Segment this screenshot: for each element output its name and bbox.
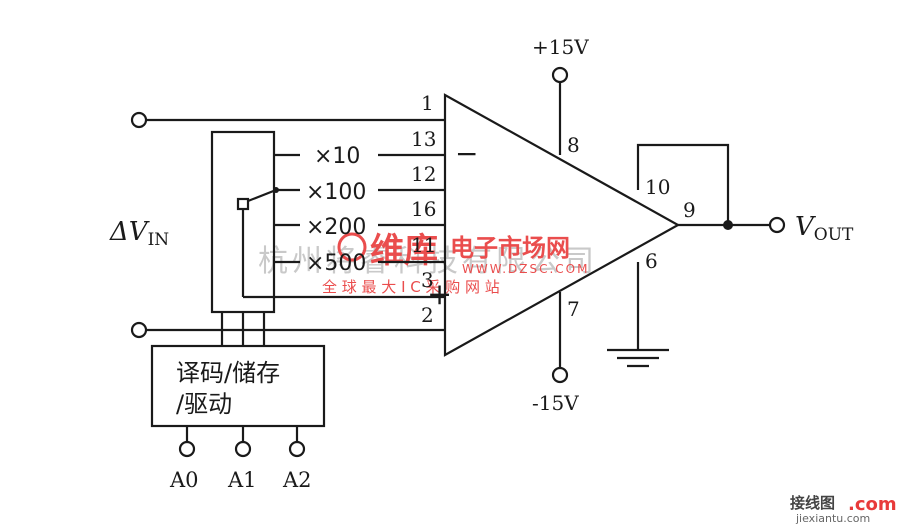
decoder-block [150, 344, 326, 428]
input-terminal-bottom [130, 321, 148, 339]
output-voltage-sub: OUT [814, 225, 854, 245]
pin-11-label: 11 [411, 233, 436, 257]
gain-x200-label: ×200 [306, 215, 366, 240]
decoder-line-1: 译码/储存 [176, 359, 280, 387]
site-watermark-url: jiexiantu.com [795, 512, 870, 525]
pin-16-label: 16 [411, 197, 436, 221]
pin-8-label: 8 [567, 133, 580, 157]
watermark: 杭州将睿科技有限公司 维库 电子市场网 WWW.DZSC.COM 全 球 最 大… [258, 231, 594, 296]
input-voltage-label: ΔVIN [109, 217, 169, 250]
gain-x500-label: ×500 [306, 251, 366, 276]
decoder-line-2: /驱动 [176, 390, 232, 418]
address-a2-label: A2 [282, 468, 312, 492]
ground-icon [607, 348, 669, 368]
address-a0-label: A0 [169, 468, 199, 492]
pin-7-label: 7 [567, 297, 580, 321]
pin-6-label: 6 [645, 249, 658, 273]
output-junction [723, 220, 733, 230]
op-amp-triangle [443, 93, 681, 357]
negative-supply-terminal [551, 366, 569, 384]
positive-supply-label: +15V [532, 35, 589, 59]
pin-9-label: 9 [683, 198, 696, 222]
negative-supply-label: -15V [532, 391, 579, 415]
input-voltage-delta: ΔV [109, 217, 150, 247]
site-watermark-cn: 接线图 [790, 494, 835, 512]
site-watermark: 接线图 .com jiexiantu.com [790, 494, 897, 525]
address-a1-label: A1 [227, 468, 257, 492]
input-voltage-sub: IN [148, 230, 170, 250]
watermark-logo-icon [337, 232, 367, 262]
pin-2-label: 2 [421, 303, 434, 327]
minus-input-sign: − [455, 137, 478, 170]
positive-supply-terminal [551, 66, 569, 84]
address-a2-terminal [288, 440, 306, 458]
address-a1-terminal [234, 440, 252, 458]
switch-wiper-pivot [236, 197, 250, 211]
input-terminal-top [130, 111, 148, 129]
watermark-url: WWW.DZSC.COM [462, 262, 589, 276]
pin-12-label: 12 [411, 162, 436, 186]
pin-3-label: 3 [421, 268, 434, 292]
watermark-tagline: 全 球 最 大 I C 采 购 网 站 [322, 278, 500, 296]
pin-10-label: 10 [645, 175, 670, 199]
gain-x10-label: ×10 [314, 144, 360, 169]
input-pin-wires [146, 118, 445, 332]
output-voltage-main: V [795, 212, 816, 242]
address-a0-terminal [178, 440, 196, 458]
watermark-brand: 维库 [370, 231, 438, 271]
output-terminal [768, 216, 786, 234]
output-voltage-label: VOUT [795, 212, 854, 245]
pin-13-label: 13 [411, 127, 436, 151]
site-watermark-tld: .com [848, 494, 897, 515]
gain-x100-label: ×100 [306, 180, 366, 205]
watermark-brand-suffix: 电子市场网 [450, 234, 570, 262]
pin-1-label: 1 [421, 91, 434, 115]
plus-input-sign: + [427, 277, 452, 312]
feedback-pin-10-wire [636, 143, 730, 225]
